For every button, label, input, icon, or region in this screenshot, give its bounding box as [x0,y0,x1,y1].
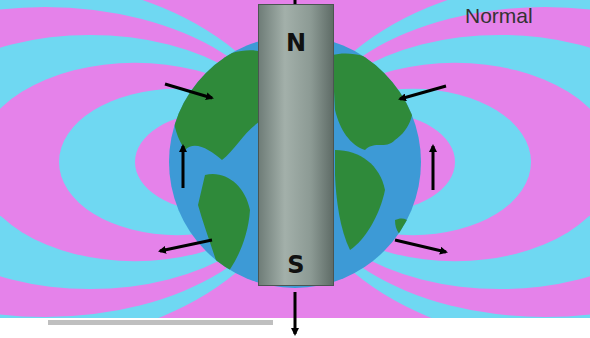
pole-label: S [259,253,333,277]
bar-magnet: NS [258,4,334,286]
pole-label: N [259,31,333,55]
mode-label: Normal [465,5,533,26]
